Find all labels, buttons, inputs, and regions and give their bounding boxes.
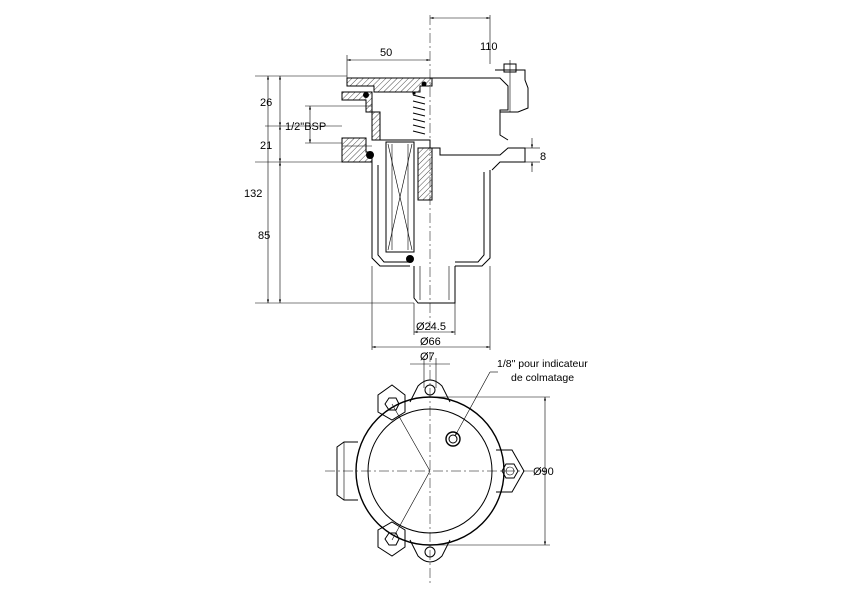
top-view: Ø7 Ø90 1/8" pour indicateur de colmatage	[325, 351, 588, 585]
right-bolt-circle	[505, 466, 515, 476]
cover-section	[346, 77, 433, 93]
indicator-port-outer	[445, 431, 461, 447]
lug-top-hole	[424, 384, 436, 396]
dim-110-label: 110	[480, 41, 498, 53]
lug-bottom-hole	[424, 546, 436, 558]
indicator-note-line1: 1/8" pour indicateur	[497, 358, 588, 370]
dim-24-5-label: Ø24.5	[416, 321, 446, 333]
indicator-port-inner	[448, 434, 458, 444]
boss-top-left	[377, 384, 406, 421]
cover-lug	[495, 69, 529, 113]
inlet-port-bottom	[341, 137, 373, 163]
dim-26-label: 26	[260, 97, 272, 109]
bowl-inner-wall	[377, 165, 485, 263]
side-section-view: 110 50 26 1/2"BSP 21 8 132 85 Ø24.5 Ø66	[244, 15, 546, 350]
spring	[412, 94, 426, 135]
lug-top	[409, 379, 451, 403]
dim-90-label: Ø90	[533, 466, 554, 478]
bowl-circle	[367, 408, 493, 534]
dim-85-label: 85	[258, 230, 270, 242]
dim-8-label: 8	[540, 151, 546, 163]
bowl-outline	[371, 160, 491, 267]
cover-right-body	[432, 77, 509, 141]
o-ring-bottom	[406, 255, 414, 263]
valve-guide	[417, 147, 433, 201]
diag-line-1	[391, 403, 431, 472]
hex-right	[501, 463, 519, 479]
outlet-pipe	[413, 266, 456, 304]
boss-bottom-left	[377, 521, 406, 557]
filter-element	[385, 141, 415, 253]
spring-seat	[412, 91, 416, 95]
dim-66-label: Ø66	[420, 336, 441, 348]
o-ring-left	[366, 151, 374, 159]
hex-top-left	[384, 397, 400, 411]
dim-21-label: 21	[260, 140, 272, 152]
body-wall-left	[371, 111, 381, 141]
indicator-leader	[454, 371, 491, 437]
dim-bsp-label: 1/2"BSP	[285, 121, 326, 133]
dim-7-label: Ø7	[420, 351, 435, 363]
inlet-stub	[336, 441, 358, 501]
lug-bottom	[409, 539, 451, 563]
o-ring-top	[363, 92, 369, 98]
indicator-note-line2: de colmatage	[511, 372, 574, 384]
o-ring-cover	[421, 81, 427, 87]
lug-right	[496, 449, 525, 493]
diag-line-2	[391, 470, 431, 541]
dim-132-label: 132	[244, 188, 262, 200]
hex-bottom-left	[384, 532, 400, 546]
dim-50-label: 50	[380, 47, 392, 59]
body-flange	[380, 139, 526, 171]
